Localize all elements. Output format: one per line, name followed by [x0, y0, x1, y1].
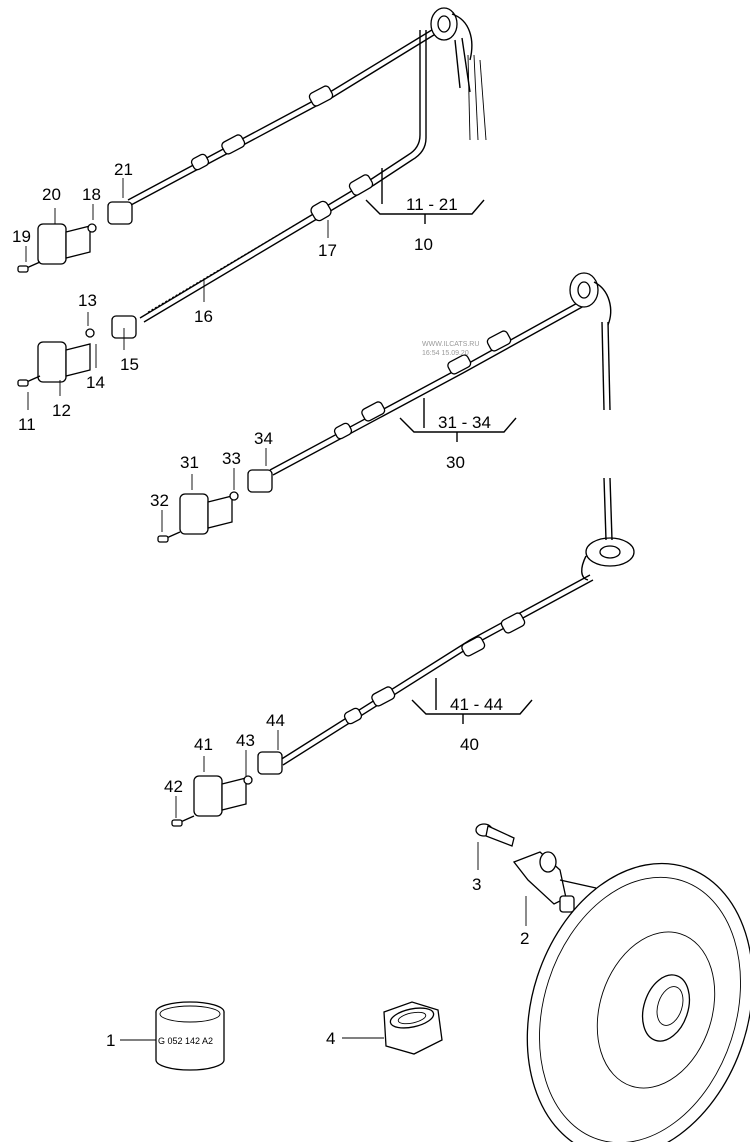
leader-lines	[25, 178, 527, 1041]
callout-33: 33	[222, 449, 241, 468]
grommet	[581, 477, 635, 581]
callout-14: 14	[86, 373, 105, 392]
callout-18: 18	[82, 185, 101, 204]
sealing-plug-part-4	[383, 1001, 443, 1055]
callout-11: 11	[18, 415, 36, 434]
callout-4: 4	[326, 1029, 335, 1048]
cable-assembly-40	[171, 477, 635, 827]
callout-20: 20	[42, 185, 61, 204]
sensor-head-30	[157, 469, 273, 543]
watermark-line1: WWW.ILCATS.RU	[422, 341, 479, 348]
callout-32: 32	[150, 491, 169, 510]
callout-1: 1	[106, 1031, 115, 1050]
watermark-line2: 16:54 15.09.20	[422, 350, 469, 357]
sensor-head-upper	[17, 201, 133, 273]
callout-41-44: 41 - 44	[450, 695, 503, 714]
sensor-head-40	[171, 751, 283, 827]
callout-44: 44	[266, 711, 285, 730]
callout-34: 34	[254, 429, 273, 448]
cable-collar	[310, 200, 332, 222]
callout-13: 13	[78, 291, 97, 310]
ring-part-1: G 052 142 A2	[155, 1001, 225, 1071]
grommet	[569, 272, 612, 411]
cable-coupling	[190, 85, 334, 171]
callout-3: 3	[472, 875, 481, 894]
callout-10: 10	[414, 235, 433, 254]
callout-11-21: 11 - 21	[406, 195, 458, 214]
callout-43: 43	[236, 731, 255, 750]
callout-41: 41	[194, 735, 213, 754]
callout-21: 21	[114, 160, 133, 179]
grommet	[430, 7, 487, 141]
cable-spiral-sheath	[147, 209, 321, 313]
callout-labels: 21 20 18 19 11 - 21 10 17 16 13 15 14 12…	[12, 160, 529, 1050]
callout-30: 30	[446, 453, 465, 472]
cable-assembly-10	[17, 7, 487, 387]
callout-31-34: 31 - 34	[438, 413, 491, 432]
cable-coupling	[348, 174, 374, 196]
callout-17: 17	[318, 241, 337, 260]
callout-19: 19	[12, 227, 31, 246]
watermark: WWW.ILCATS.RU 16:54 15.09.20	[422, 341, 479, 357]
callout-15: 15	[120, 355, 139, 374]
callout-31: 31	[180, 453, 199, 472]
brake-disc	[526, 862, 750, 1142]
callout-40: 40	[460, 735, 479, 754]
sensor-head-lower	[17, 315, 137, 387]
wheel-speed-sensor	[512, 851, 575, 913]
bolt	[475, 823, 515, 847]
callout-2: 2	[520, 929, 529, 948]
callout-42: 42	[164, 777, 183, 796]
cable-assembly-30	[157, 272, 612, 543]
ring-marking: G 052 142 A2	[158, 1036, 213, 1046]
callout-12: 12	[52, 401, 71, 420]
callout-16: 16	[194, 307, 213, 326]
